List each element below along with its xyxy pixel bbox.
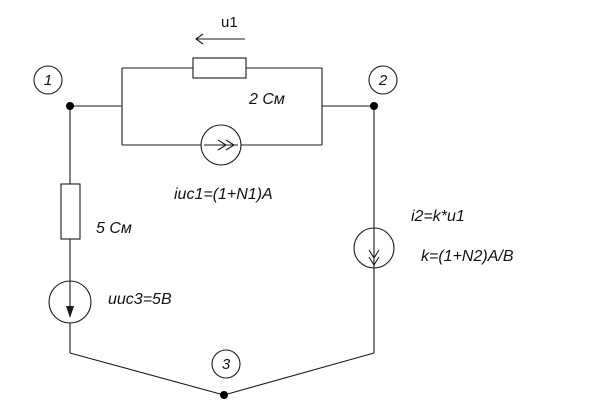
resistor-top: [192, 57, 247, 79]
source-left: [48, 280, 92, 324]
current-source-top: [200, 124, 242, 166]
node-label-3-text: 3: [222, 356, 231, 373]
voltage-arrow-head: [195, 33, 204, 45]
source-left-arrow: [66, 306, 74, 318]
dependent-source-arrow-1: [368, 249, 380, 260]
node-label-1: 1: [33, 65, 63, 95]
dependent-source-arrow-2: [368, 256, 380, 267]
left-conductance-label: 5 См: [96, 220, 132, 237]
current-source-top-label: iис1=(1+N1)A: [174, 186, 273, 203]
left-source-label: uис3=5B: [108, 291, 172, 308]
wire-right-to-node3: [223, 352, 375, 396]
node-label-3: 3: [211, 349, 241, 379]
current-source-top-arrow-2: [225, 139, 236, 151]
voltage-arrow: [195, 33, 245, 45]
resistor-left: [60, 183, 81, 240]
voltage-label: u1: [221, 14, 238, 31]
node-label-3-circle: [211, 349, 241, 379]
wires: [69, 67, 375, 396]
gain-label: k=(1+N2)A/B: [421, 248, 514, 265]
top-conductance-label: 2 См: [248, 91, 285, 108]
node-label-2: 2: [368, 65, 398, 95]
node-label-1-text: 1: [44, 72, 52, 89]
current-source-top-arrow-1: [217, 139, 228, 151]
dependent-source-label: i2=k*u1: [411, 208, 465, 225]
dependent-source: [353, 227, 395, 269]
wire-left-to-node3: [69, 352, 225, 396]
node-label-2-text: 2: [378, 72, 388, 89]
node-dot-1: [66, 102, 74, 110]
node-label-2-circle: [368, 65, 398, 95]
node-dot-2: [370, 102, 378, 110]
node-dot-3: [220, 391, 228, 399]
node-label-1-circle: [33, 65, 63, 95]
